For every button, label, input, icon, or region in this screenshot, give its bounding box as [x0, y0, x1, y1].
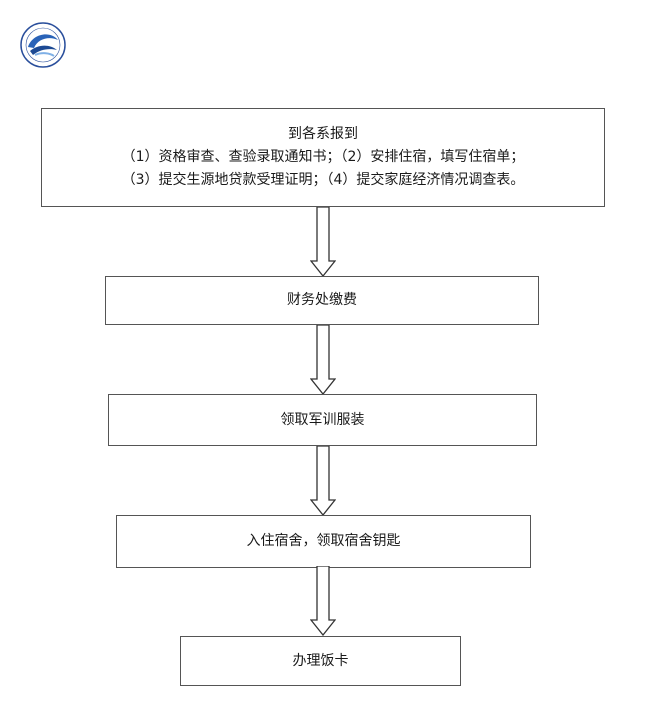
step-title: 到各系报到 — [288, 126, 358, 142]
step-finance-payment: 财务处缴费 — [105, 276, 539, 325]
step-detail-line: （1）资格审查、查验录取通知书；（2）安排住宿，填写住宿单； — [121, 149, 525, 165]
step-title: 办理饭卡 — [292, 652, 349, 669]
down-arrow-icon — [310, 446, 336, 516]
step-military-uniform: 领取军训服装 — [108, 394, 537, 446]
step-register-department: 到各系报到 （1）资格审查、查验录取通知书；（2）安排住宿，填写住宿单； （3）… — [41, 108, 605, 207]
down-arrow-icon — [310, 566, 336, 636]
step-meal-card: 办理饭卡 — [180, 636, 461, 686]
step-detail-line: （3）提交生源地贷款受理证明；（4）提交家庭经济情况调查表。 — [121, 172, 525, 188]
down-arrow-icon — [310, 207, 336, 277]
school-logo-icon — [20, 22, 66, 68]
step-dormitory-checkin: 入住宿舍，领取宿舍钥匙 — [116, 515, 531, 568]
step-title: 入住宿舍，领取宿舍钥匙 — [246, 533, 401, 549]
step-title: 领取军训服装 — [280, 411, 365, 428]
down-arrow-icon — [310, 325, 336, 395]
step-title: 财务处缴费 — [287, 292, 357, 308]
